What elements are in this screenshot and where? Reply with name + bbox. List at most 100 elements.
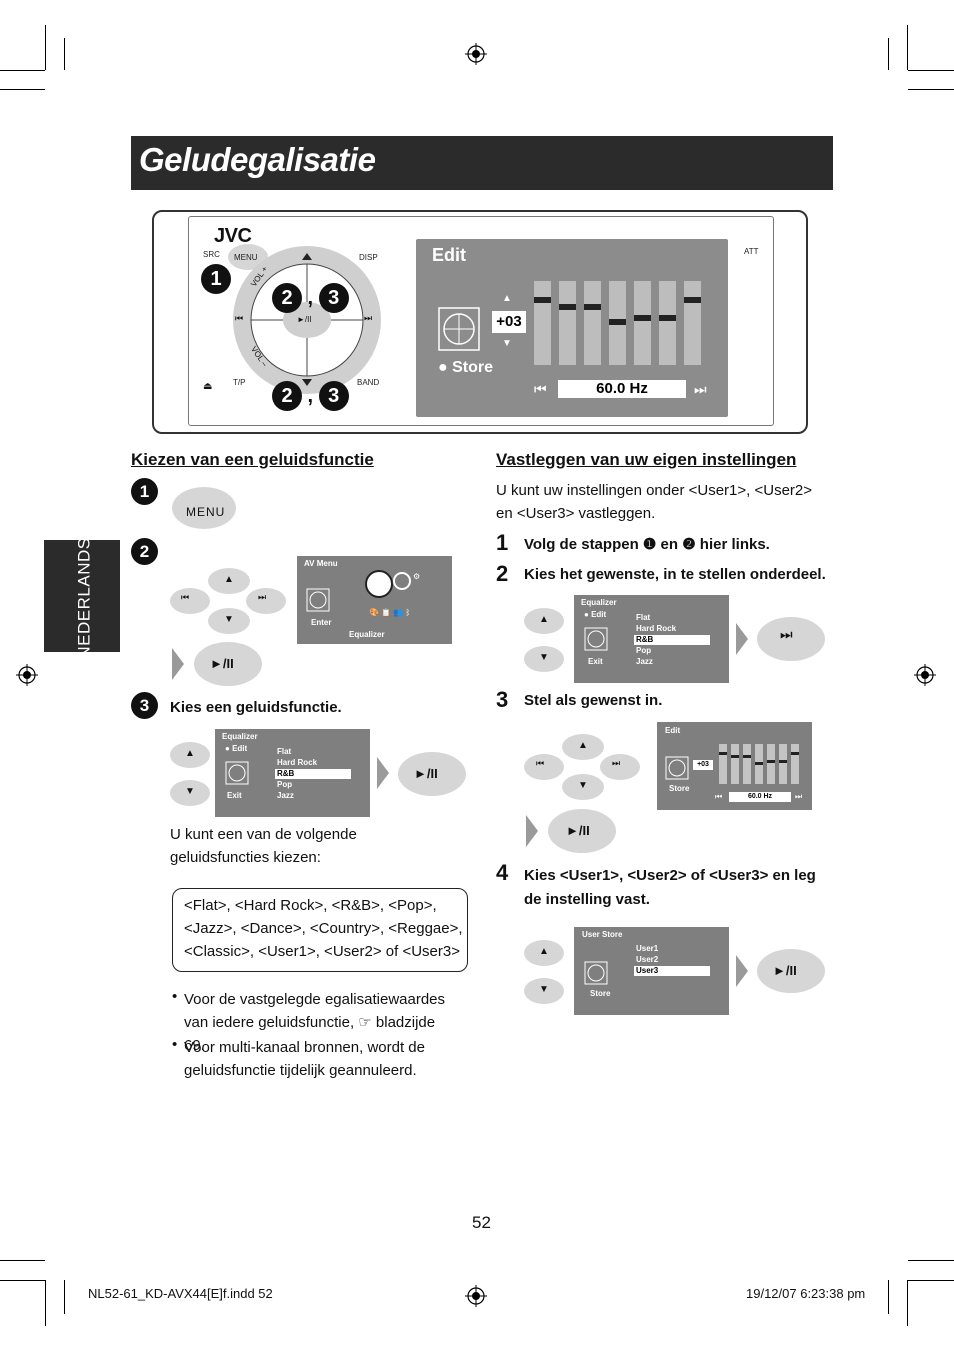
footer-right: 19/12/07 6:23:38 pm xyxy=(746,1286,866,1301)
eq-item-hard-rock[interactable]: Hard Rock xyxy=(636,624,677,633)
equalizer-list-screen-2: Equalizer ● Edit Exit Flat Hard Rock R&B… xyxy=(574,595,729,683)
equalizer-icon xyxy=(438,307,480,351)
freq-next-icon: ⏭ xyxy=(795,792,803,801)
play-pause-label: ►/II xyxy=(210,656,234,671)
eject-icon[interactable]: ⏏ xyxy=(203,381,213,392)
screen-value: +03 xyxy=(492,311,526,333)
av-menu-enter: Enter xyxy=(311,618,332,627)
up-button[interactable] xyxy=(562,734,604,760)
skip-forward-icon[interactable]: ⏭ xyxy=(364,313,373,323)
sound-icon xyxy=(393,572,411,590)
equalizer-icon xyxy=(584,627,608,651)
crop-mark xyxy=(0,1260,45,1261)
eq-bars-mini xyxy=(719,744,799,784)
down-arrow-icon: ▼ xyxy=(539,652,549,663)
next-button[interactable] xyxy=(757,617,825,661)
down-button[interactable] xyxy=(170,780,210,806)
registration-mark-icon xyxy=(914,664,936,686)
down-button[interactable] xyxy=(562,774,604,800)
crop-mark xyxy=(45,1280,46,1326)
eq-item-flat[interactable]: Flat xyxy=(636,613,651,622)
down-button[interactable] xyxy=(524,978,564,1004)
play-pause-icon[interactable]: ►/II xyxy=(297,315,312,324)
up-arrow-icon: ▲ xyxy=(502,293,512,304)
step-2-text: Kies het gewenste, in te stellen onderde… xyxy=(524,566,826,583)
play-pause-label: ►/II xyxy=(566,823,590,838)
play-pause-button[interactable] xyxy=(757,949,825,993)
bullet-icon: • xyxy=(172,1036,178,1053)
step-1-number: 1 xyxy=(496,530,509,555)
device-inner-frame xyxy=(188,216,774,426)
menu-button-illustration[interactable] xyxy=(172,487,236,529)
edit-screen-store: Store xyxy=(669,784,690,793)
up-arrow-icon: ▲ xyxy=(185,748,195,759)
play-pause-button[interactable] xyxy=(398,752,466,796)
edit-screen-freq: 60.0 Hz xyxy=(729,792,791,802)
play-pause-button[interactable] xyxy=(548,809,616,853)
skip-back-icon: ⏮ xyxy=(181,592,190,602)
play-pause-label: ►/II xyxy=(773,963,797,978)
up-button[interactable] xyxy=(208,568,250,594)
down-arrow-icon: ▼ xyxy=(539,984,549,995)
down-arrow-icon: ▼ xyxy=(224,614,234,625)
next-button[interactable] xyxy=(600,754,640,780)
crop-mark xyxy=(0,89,45,90)
menu-button-text: MENU xyxy=(186,505,226,519)
equalizer-icon xyxy=(225,761,249,785)
freq-next-icon: ⏭ xyxy=(694,381,707,397)
step-3-text: Kies een geluidsfunctie. xyxy=(170,699,342,716)
eq-item-pop[interactable]: Pop xyxy=(636,646,652,655)
eq-item-pop[interactable]: Pop xyxy=(277,780,293,789)
eq-item-selected[interactable]: R&B xyxy=(275,769,351,779)
crop-mark xyxy=(888,1280,889,1314)
user-item-1[interactable]: User1 xyxy=(636,944,659,953)
step-3-number: 3 xyxy=(496,687,509,712)
step-1-badge: 1 xyxy=(131,478,158,505)
equalizer-selected-icon xyxy=(365,570,393,598)
skip-forward-icon: ⏭ xyxy=(780,626,793,642)
play-pause-button[interactable] xyxy=(194,642,262,686)
user-store-store: Store xyxy=(590,989,611,998)
control-dial[interactable] xyxy=(231,245,383,395)
registration-mark-icon xyxy=(16,664,38,686)
settings-icon: ⚙ xyxy=(413,572,421,581)
prev-button[interactable] xyxy=(170,588,210,614)
up-button[interactable] xyxy=(524,608,564,634)
down-button[interactable] xyxy=(524,646,564,672)
jvc-logo: JVC xyxy=(214,225,252,247)
left-heading: Kiezen van een geluidsfunctie xyxy=(131,450,374,469)
skip-forward-icon: ⏭ xyxy=(258,592,267,602)
next-button[interactable] xyxy=(246,588,286,614)
step-3-badge: 3 xyxy=(131,692,158,719)
crop-mark xyxy=(908,70,954,71)
av-menu-equalizer: Equalizer xyxy=(349,630,385,639)
crop-mark xyxy=(0,1280,45,1281)
eq-item-jazz[interactable]: Jazz xyxy=(636,657,653,666)
bullet-1: Voor de vastgelegde egalisatiewaardes va… xyxy=(184,991,446,1054)
skip-back-icon: ⏮ xyxy=(536,758,545,768)
prev-button[interactable] xyxy=(524,754,564,780)
title-bar: Geludegalisatie xyxy=(131,136,833,190)
skip-back-icon[interactable]: ⏮ xyxy=(235,313,244,323)
eq-item-flat[interactable]: Flat xyxy=(277,747,292,756)
band-label: BAND xyxy=(357,378,380,387)
crop-mark xyxy=(908,1280,954,1281)
eq-item-hard-rock[interactable]: Hard Rock xyxy=(277,758,318,767)
language-tab: NEDERLANDS xyxy=(44,537,120,659)
functions-list: <Flat>, <Hard Rock>, <R&B>, <Pop>, <Jazz… xyxy=(184,897,463,960)
user-store-title: User Store xyxy=(582,930,623,939)
footer-left: NL52-61_KD-AVX44[E]f.indd 52 xyxy=(88,1286,273,1301)
down-button[interactable] xyxy=(208,608,250,634)
edit-screen: Edit +03 Store ⏮ 60.0 Hz ⏭ xyxy=(657,722,812,810)
crop-mark xyxy=(888,38,889,70)
arrow-right-icon xyxy=(172,648,184,680)
up-arrow-icon: ▲ xyxy=(224,574,234,585)
eq-item-selected[interactable]: R&B xyxy=(634,635,710,645)
up-button[interactable] xyxy=(170,742,210,768)
eq-item-jazz[interactable]: Jazz xyxy=(277,791,294,800)
user-item-2[interactable]: User2 xyxy=(636,955,659,964)
up-button[interactable] xyxy=(524,940,564,966)
user-item-selected[interactable]: User3 xyxy=(634,966,710,976)
equalizer-list-exit: Exit xyxy=(588,657,603,666)
crop-mark xyxy=(0,70,45,71)
